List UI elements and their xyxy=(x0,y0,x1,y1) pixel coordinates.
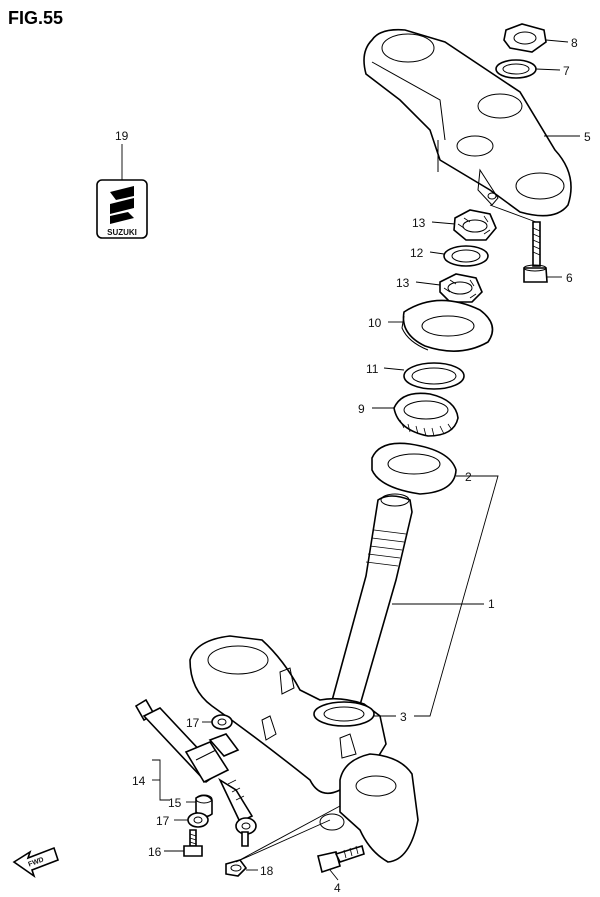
fwd-arrow-icon: FWD xyxy=(12,846,60,879)
figure-title: FIG.55 xyxy=(8,8,63,28)
bolt-6 xyxy=(523,221,548,283)
callout-1: 1 xyxy=(488,597,495,611)
steering-stem-nut xyxy=(503,23,547,53)
upper-bracket xyxy=(363,28,572,217)
callout-8: 8 xyxy=(571,36,578,50)
bolt-16 xyxy=(183,829,203,857)
callout-6: 6 xyxy=(566,271,573,285)
callout-3: 3 xyxy=(400,710,407,724)
callout-7: 7 xyxy=(563,64,570,78)
bolt-4 xyxy=(317,844,365,874)
bearing xyxy=(393,392,459,437)
callout-12: 12 xyxy=(410,246,424,260)
callout-13-lower: 13 xyxy=(396,276,410,290)
dust-seal xyxy=(401,299,494,352)
steering-stem xyxy=(328,493,413,713)
callout-10: 10 xyxy=(368,316,382,330)
callout-4: 4 xyxy=(334,881,341,895)
lower-bracket xyxy=(189,635,419,863)
callout-5: 5 xyxy=(584,130,591,144)
washer-7 xyxy=(495,59,537,79)
suzuki-emblem: SUZUKI xyxy=(96,179,148,239)
badge-text: SUZUKI xyxy=(107,228,137,237)
callout-18: 18 xyxy=(260,864,274,878)
washer-17-upper xyxy=(211,714,233,730)
callout-2: 2 xyxy=(465,470,472,484)
washer-12 xyxy=(443,245,489,267)
callout-13-upper: 13 xyxy=(412,216,426,230)
lock-nut-lower xyxy=(439,273,483,303)
nut-18 xyxy=(225,859,248,877)
callout-9: 9 xyxy=(358,402,365,416)
callout-16: 16 xyxy=(148,845,162,859)
callout-19: 19 xyxy=(115,129,129,143)
lock-nut-upper xyxy=(453,209,497,241)
washer-17-lower xyxy=(187,812,209,828)
seal-11 xyxy=(403,362,465,390)
callout-15: 15 xyxy=(168,796,182,810)
callout-17-upper: 17 xyxy=(186,716,200,730)
bearing-race-lower xyxy=(313,701,375,727)
bearing-race-upper xyxy=(371,442,457,495)
steering-damper xyxy=(134,698,257,847)
callout-11: 11 xyxy=(366,362,379,376)
callout-17-lower: 17 xyxy=(156,814,170,828)
callout-14: 14 xyxy=(132,774,146,788)
